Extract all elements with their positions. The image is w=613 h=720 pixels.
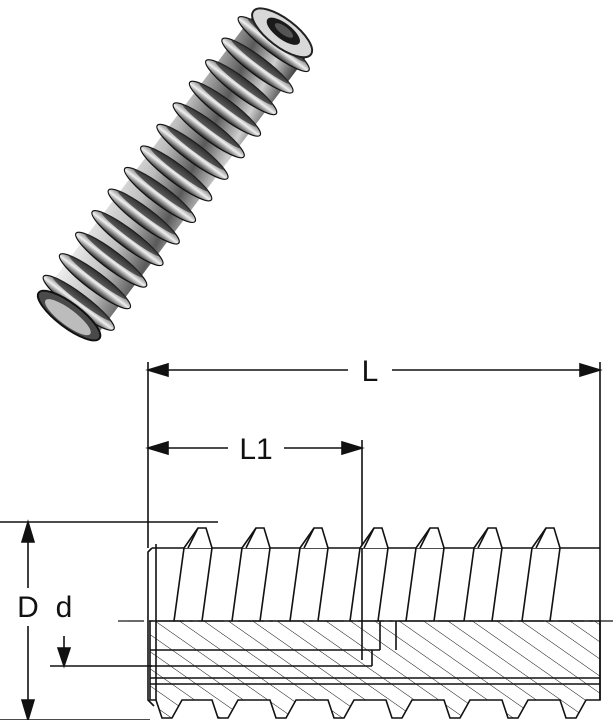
thread-flank-line (201, 547, 213, 622)
thread-flank-line (377, 547, 389, 622)
photo-thread-ridge (140, 145, 213, 202)
thread-tooth (531, 527, 561, 549)
thread-tooth (299, 527, 329, 549)
technical-drawing: L L1 D d (0, 355, 613, 720)
photo-thread-ridge (188, 80, 262, 137)
insert-section (149, 620, 601, 719)
photo-thread-ridge (172, 102, 245, 159)
thread-flank-line (231, 547, 243, 622)
thread-flank-line (349, 547, 361, 622)
thread-flank-line (433, 547, 445, 622)
photo-thread-ridge (123, 166, 197, 224)
insert-photo (36, 7, 314, 342)
photo-thread-ridge (58, 253, 132, 310)
thread-tooth-shade (535, 527, 547, 549)
thread-tooth (359, 527, 389, 549)
thread-flank-lines (173, 547, 561, 622)
thread-flank-line (405, 547, 417, 622)
thread-flank-line (317, 547, 329, 622)
thread-tooth-shade (187, 527, 199, 549)
dimension-label-d: d (56, 591, 73, 624)
dimension-D: D (0, 519, 218, 720)
dimension-label-D: D (17, 591, 39, 624)
thread-tooth-shade (477, 527, 489, 549)
dimension-L1: L1 (145, 433, 365, 466)
photo-thread-ridge (221, 37, 294, 94)
thread-flank-line (463, 547, 475, 622)
thread-tooth (183, 527, 213, 549)
dimension-label-L1: L1 (239, 433, 272, 466)
thread-tooth (241, 527, 271, 549)
photo-thread-ridge (156, 123, 229, 180)
thread-tooth-shade (303, 527, 315, 549)
thread-tooth (473, 527, 503, 549)
thread-tooth-shade (363, 527, 375, 549)
dimension-d: d (50, 591, 152, 669)
thread-tooth-shade (419, 527, 431, 549)
photo-thread-ridge (75, 231, 148, 288)
thread-teeth-upper (183, 527, 561, 549)
dimension-L: L (145, 355, 603, 388)
photo-thread-ridge (91, 210, 164, 267)
photo-thread-ridge (107, 188, 180, 245)
thread-tooth-shade (245, 527, 257, 549)
thread-tooth (415, 527, 445, 549)
photo-thread-ridge (205, 59, 278, 116)
thread-flank-line (549, 547, 561, 622)
thread-flank-line (521, 547, 533, 622)
dimension-label-L: L (362, 355, 379, 388)
thread-flank-line (289, 547, 301, 622)
thread-flank-line (173, 547, 185, 622)
thread-flank-line (491, 547, 503, 622)
thread-flank-line (259, 547, 271, 622)
